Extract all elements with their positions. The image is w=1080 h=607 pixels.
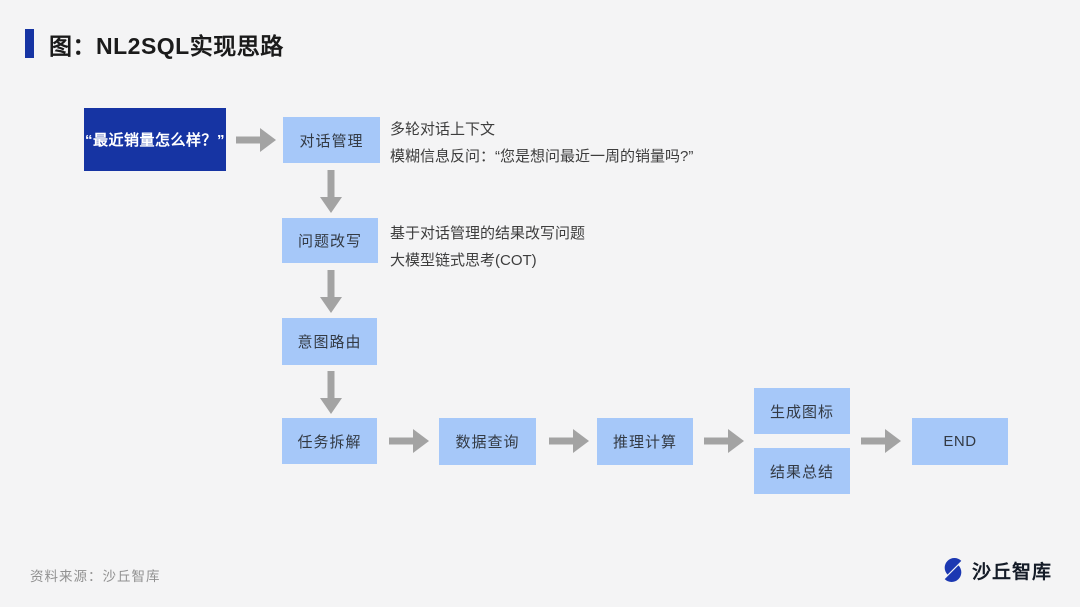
arrow-down-icon <box>319 371 343 414</box>
brand-logo-icon <box>938 555 968 585</box>
flow-node-dialog-management: 对话管理 <box>283 117 380 163</box>
page-title: 图：NL2SQL实现思路 <box>49 33 284 59</box>
flow-node-result-summary: 结果总结 <box>754 448 850 494</box>
arrow-right-icon <box>861 428 901 454</box>
flow-node-user-question: “最近销量怎么样？” <box>84 108 226 171</box>
arrow-right-icon <box>389 428 429 454</box>
arrow-right-icon <box>549 428 589 454</box>
arrow-right-icon <box>236 127 276 153</box>
source-text: 资料来源：沙丘智库 <box>30 569 161 584</box>
arrow-down-icon <box>319 170 343 213</box>
brand-logo-text: 沙丘智库 <box>972 561 1053 583</box>
flow-node-end: END <box>912 418 1008 465</box>
note-dialog-line2: 模糊信息反问：“您是想问最近一周的销量吗?” <box>390 148 694 165</box>
note-rewrite-line1: 基于对话管理的结果改写问题 <box>390 225 586 242</box>
arrow-down-icon <box>319 270 343 313</box>
brand-logo: 沙丘智库 <box>938 555 1052 585</box>
note-dialog: 多轮对话上下文 模糊信息反问：“您是想问最近一周的销量吗?” <box>390 116 693 170</box>
flow-node-task-decomposition: 任务拆解 <box>282 418 377 464</box>
arrow-right-icon <box>704 428 744 454</box>
flow-node-reasoning-compute: 推理计算 <box>597 418 693 465</box>
note-dialog-line1: 多轮对话上下文 <box>390 121 496 138</box>
flow-node-generate-chart: 生成图标 <box>754 388 850 434</box>
flow-node-intent-routing: 意图路由 <box>282 318 377 365</box>
note-rewrite-line2: 大模型链式思考(COT) <box>390 252 537 269</box>
flow-node-question-rewrite: 问题改写 <box>282 218 378 263</box>
flow-node-data-query: 数据查询 <box>439 418 536 465</box>
note-rewrite: 基于对话管理的结果改写问题 大模型链式思考(COT) <box>390 220 585 274</box>
title-accent-bar <box>25 29 34 58</box>
